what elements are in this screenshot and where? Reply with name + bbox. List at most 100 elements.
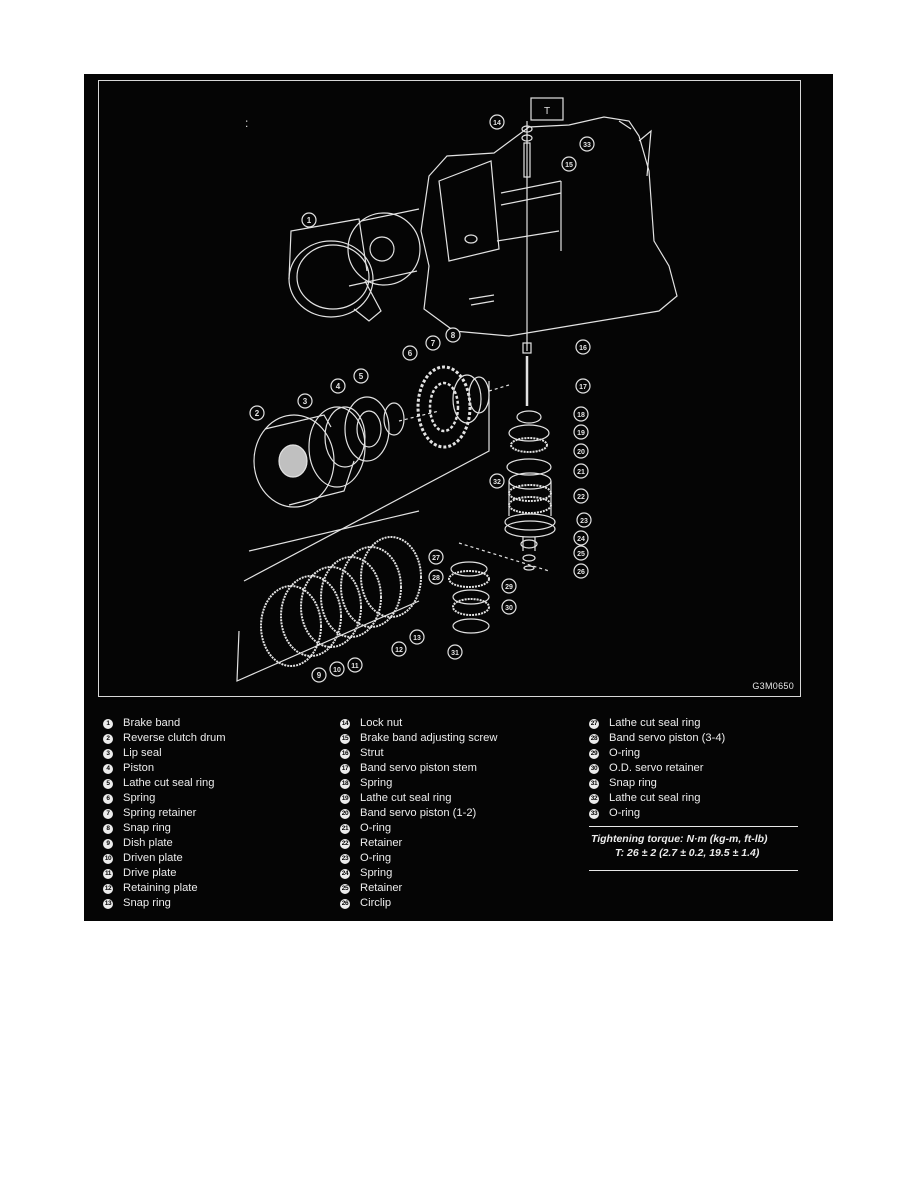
callout-25: 25 [573, 545, 589, 561]
callout-circle [576, 512, 592, 528]
callout-circle [330, 378, 346, 394]
band-servo-stack-part [504, 97, 564, 571]
legend-number-badge: 26 [340, 898, 350, 909]
legend-label: Retainer [360, 837, 403, 849]
callout-number: 23 [580, 518, 588, 525]
legend-number-badge: 15 [340, 733, 350, 744]
legend-item: 31 Snap ring [589, 776, 725, 791]
callout-number: 10 [333, 667, 341, 674]
legend-label: Retainer [360, 882, 403, 894]
figure-code: G3M0650 [752, 681, 794, 691]
callout-number: 33 [583, 142, 591, 149]
callout-number: 12 [395, 647, 403, 654]
legend-label: Band servo piston (1-2) [360, 807, 477, 819]
legend-number-badge: 31 [589, 778, 599, 789]
callout-circle [573, 463, 589, 479]
legend-number-badge: 27 [589, 718, 599, 729]
callout-12: 12 [391, 641, 407, 657]
legend-number-badge: 9 [103, 838, 113, 849]
legend-number-badge: 10 [103, 853, 113, 864]
legend-label: Dish plate [123, 837, 173, 849]
legend-label: Lathe cut seal ring [360, 792, 452, 804]
callout-circle [573, 424, 589, 440]
callout-circle [573, 563, 589, 579]
legend-number-badge: 2 [103, 733, 113, 744]
callout-number: 31 [451, 650, 459, 657]
legend-item: 33 O-ring [589, 806, 725, 821]
legend-number-badge: 33 [589, 808, 599, 819]
callout-10: 10 [329, 661, 345, 677]
callout-circle [409, 629, 425, 645]
callout-number: 7 [431, 339, 436, 348]
legend-label: Snap ring [609, 777, 657, 789]
legend-label: Snap ring [123, 897, 171, 909]
callout-number: 13 [413, 635, 421, 642]
callout-22: 22 [573, 488, 589, 504]
legend-label: Circlip [360, 897, 392, 909]
legend-number-badge: 4 [103, 763, 113, 774]
callout-circle [573, 406, 589, 422]
legend-label: Lathe cut seal ring [123, 777, 215, 789]
callout-2: 2 [249, 405, 265, 421]
legend-number-badge: 20 [340, 808, 350, 819]
callout-number: 4 [336, 382, 341, 391]
legend-label: Brake band [123, 717, 181, 729]
callout-17: 17 [575, 378, 591, 394]
torque-title: Tightening torque: N·m (kg-m, ft-lb) [591, 833, 768, 845]
callout-number: 24 [577, 536, 585, 543]
callout-circle [489, 473, 505, 489]
legend-label: Lathe cut seal ring [609, 717, 701, 729]
legend-number-badge: 3 [103, 748, 113, 759]
legend-item: 26 Circlip [340, 896, 497, 911]
callout-14: 14 [489, 114, 505, 130]
callout-29: 29 [501, 578, 517, 594]
callout-circle [329, 661, 345, 677]
legend-label: O-ring [609, 807, 641, 819]
callout-5: 5 [353, 368, 369, 384]
legend-item: 9 Dish plate [103, 836, 226, 851]
callout-circle [347, 657, 363, 673]
legend-label: Brake band adjusting screw [360, 732, 498, 744]
legend-number-badge: 24 [340, 868, 350, 879]
legend-number-badge: 12 [103, 883, 113, 894]
brake-band-part [288, 218, 382, 322]
legend-number-badge: 29 [589, 748, 599, 759]
torque-value: T: 26 ± 2 (2.7 ± 0.2, 19.5 ± 1.4) [615, 847, 760, 859]
callout-circle [391, 641, 407, 657]
callout-circle [575, 378, 591, 394]
legend-label: Piston [123, 762, 155, 774]
drum-shell-part [347, 208, 421, 287]
callout-number: 21 [577, 469, 585, 476]
callout-circle [428, 569, 444, 585]
legend-number-badge: 13 [103, 898, 113, 909]
legend-number-badge: 8 [103, 823, 113, 834]
legend-label: O.D. servo retainer [609, 762, 704, 774]
legend-label: Band servo piston (3-4) [609, 732, 726, 744]
callout-19: 19 [573, 424, 589, 440]
callout-24: 24 [573, 530, 589, 546]
legend-label: O-ring [360, 852, 392, 864]
callout-7: 7 [425, 335, 441, 351]
legend-number-badge: 32 [589, 793, 599, 804]
callout-circle [575, 339, 591, 355]
callout-number: 25 [577, 551, 585, 558]
callout-circle [425, 335, 441, 351]
callout-circle [573, 530, 589, 546]
od-servo-part [448, 542, 550, 634]
legend-number-badge: 11 [103, 868, 113, 879]
callout-16: 16 [575, 339, 591, 355]
callout-number: 1 [307, 216, 312, 225]
callout-1: 1 [301, 212, 317, 228]
